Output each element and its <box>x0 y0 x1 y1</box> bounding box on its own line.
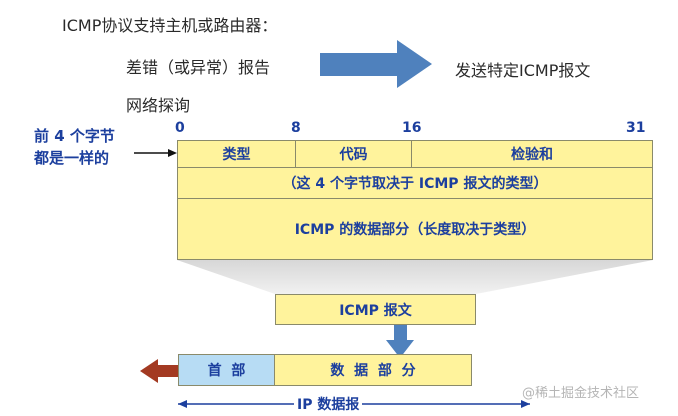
ip-data-label: 数 据 部 分 <box>330 363 416 379</box>
encapsulation-funnel <box>177 260 653 294</box>
note-line-2: 都是一样的 <box>34 149 110 167</box>
icmp-data-section: ICMP 的数据部分（长度取决于类型） <box>177 198 653 260</box>
left-red-arrow <box>140 359 178 383</box>
intro-text: ICMP协议支持主机或路由器： <box>62 16 278 35</box>
icmp-message-box: ICMP 报文 <box>275 294 476 325</box>
note-line-1: 前 4 个字节 <box>34 127 115 145</box>
bit-label-8: 8 <box>291 120 301 136</box>
pointer-arrow <box>134 149 177 157</box>
ip-header-box: 首 部 <box>178 354 275 386</box>
down-arrow <box>386 325 414 358</box>
bit-label-31: 31 <box>626 120 646 136</box>
bit-label-0: 0 <box>175 120 185 136</box>
error-report-item: 差错（或异常）报告 <box>126 58 271 77</box>
send-arrow <box>320 40 432 88</box>
type-field: 类型 <box>177 140 296 168</box>
header-description: （这 4 个字节取决于 ICMP 报文的类型） <box>177 167 653 199</box>
bit-label-16: 16 <box>402 120 422 136</box>
watermark: @稀土掘金技术社区 <box>522 386 640 401</box>
first-four-bytes-note: 前 4 个字节 都是一样的 <box>34 125 115 169</box>
ip-datagram-label: IP 数据报 <box>294 394 363 414</box>
ip-header-label: 首 部 <box>207 363 246 379</box>
code-field: 代码 <box>295 140 412 168</box>
send-icmp-text: 发送特定ICMP报文 <box>455 61 591 80</box>
network-query-item: 网络探询 <box>126 96 191 115</box>
checksum-field: 检验和 <box>411 140 653 168</box>
ip-data-box: 数 据 部 分 <box>274 354 472 386</box>
